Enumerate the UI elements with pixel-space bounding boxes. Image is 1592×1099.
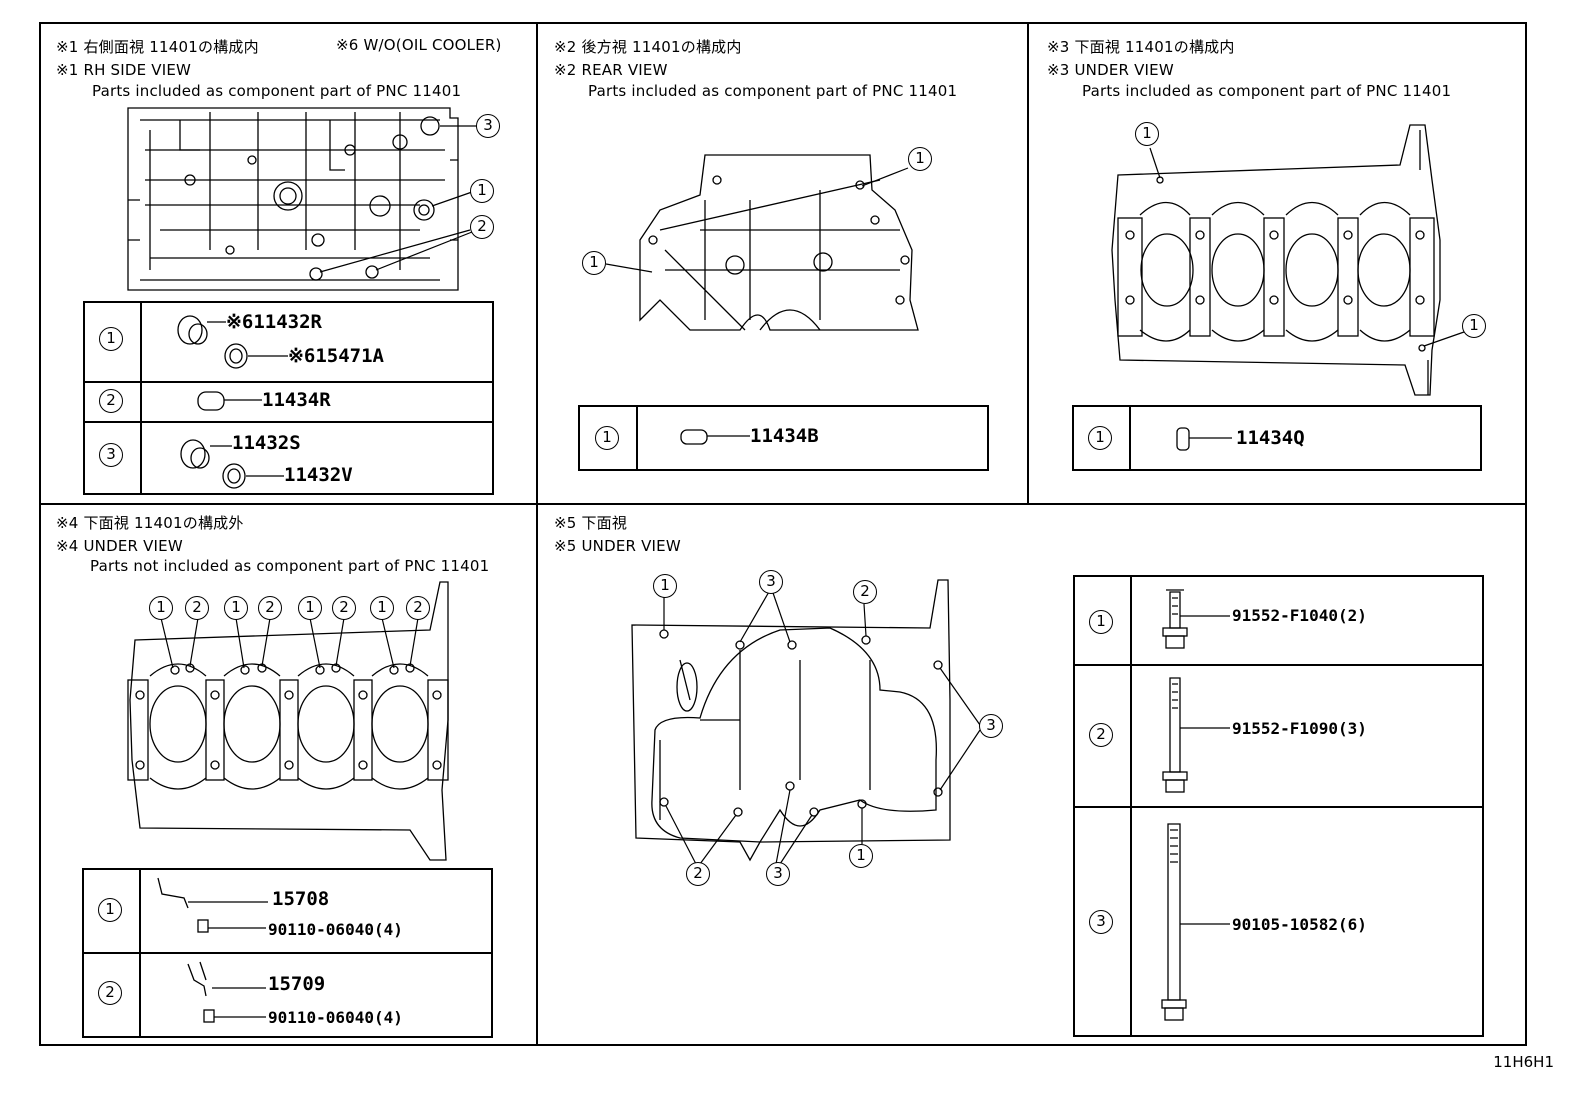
part-code: 11432S (232, 432, 301, 454)
panel-subheading: Parts included as component part of PNC … (92, 82, 462, 100)
callout: 1 (908, 147, 932, 171)
parts-table (578, 405, 989, 471)
part-code: 15708 (272, 888, 330, 910)
panel-heading-en: ※1 RH SIDE VIEW (56, 61, 192, 79)
callout: 1 (1135, 122, 1159, 146)
part-code: 11434B (750, 425, 819, 447)
part-code: 11434Q (1236, 427, 1305, 449)
callout: 1 (370, 596, 394, 620)
divider (536, 22, 538, 1046)
callout: 2 (853, 580, 877, 604)
row-number: 1 (595, 426, 619, 450)
panel-note: ※6 W/O(OIL COOLER) (336, 36, 502, 54)
row-number: 1 (1088, 426, 1112, 450)
row-number: 1 (1089, 610, 1113, 634)
part-code: 91552-F1040(2) (1232, 606, 1367, 625)
row-number: 3 (1089, 910, 1113, 934)
row-number: 2 (98, 981, 122, 1005)
parts-table (1072, 405, 1482, 471)
divider (1027, 22, 1029, 504)
callout: 2 (185, 596, 209, 620)
callout: 1 (849, 844, 873, 868)
row-number: 1 (99, 327, 123, 351)
divider (39, 503, 1527, 505)
callout: 2 (686, 862, 710, 886)
callout: 3 (979, 714, 1003, 738)
callout: 2 (470, 215, 494, 239)
callout: 1 (149, 596, 173, 620)
callout: 1 (582, 251, 606, 275)
panel-heading-jp: ※2 後方視 11401の構成内 (554, 38, 742, 56)
row-number: 1 (98, 898, 122, 922)
panel-heading-jp: ※4 下面視 11401の構成外 (56, 514, 244, 532)
part-code: ※611432R (226, 311, 322, 333)
callout: 2 (332, 596, 356, 620)
callout: 3 (766, 862, 790, 886)
panel-subheading: Parts included as component part of PNC … (588, 82, 958, 100)
row-number: 2 (1089, 723, 1113, 747)
callout: 1 (653, 574, 677, 598)
callout: 1 (224, 596, 248, 620)
part-code: ※615471A (288, 345, 384, 367)
parts-table (82, 868, 493, 1038)
panel-heading-en: ※5 UNDER VIEW (554, 537, 681, 555)
row-number: 3 (99, 443, 123, 467)
callout: 3 (759, 570, 783, 594)
panel-subheading: Parts included as component part of PNC … (1082, 82, 1452, 100)
part-code: 90110-06040(4) (268, 1008, 403, 1027)
part-code: 11432V (284, 464, 353, 486)
callout: 2 (406, 596, 430, 620)
panel-heading-jp: ※3 下面視 11401の構成内 (1047, 38, 1235, 56)
row-number: 2 (99, 389, 123, 413)
part-code: 90105-10582(6) (1232, 915, 1367, 934)
diagram-frame (39, 22, 1527, 1046)
part-code: 15709 (268, 973, 326, 995)
callout: 1 (298, 596, 322, 620)
callout: 1 (470, 179, 494, 203)
callout: 2 (258, 596, 282, 620)
panel-heading-jp: ※5 下面視 (554, 514, 628, 532)
callout: 1 (1462, 314, 1486, 338)
panel-heading-jp: ※1 右側面視 11401の構成内 (56, 38, 259, 56)
parts-table (83, 301, 494, 495)
panel-heading-en: ※2 REAR VIEW (554, 61, 668, 79)
panel-heading-en: ※4 UNDER VIEW (56, 537, 183, 555)
diagram-code: 11H6H1 (1493, 1053, 1554, 1071)
part-code: 91552-F1090(3) (1232, 719, 1367, 738)
parts-table (1073, 575, 1484, 1037)
panel-heading-en: ※3 UNDER VIEW (1047, 61, 1174, 79)
part-code: 11434R (262, 389, 331, 411)
part-code: 90110-06040(4) (268, 920, 403, 939)
panel-subheading: Parts not included as component part of … (90, 557, 490, 575)
callout: 3 (476, 114, 500, 138)
